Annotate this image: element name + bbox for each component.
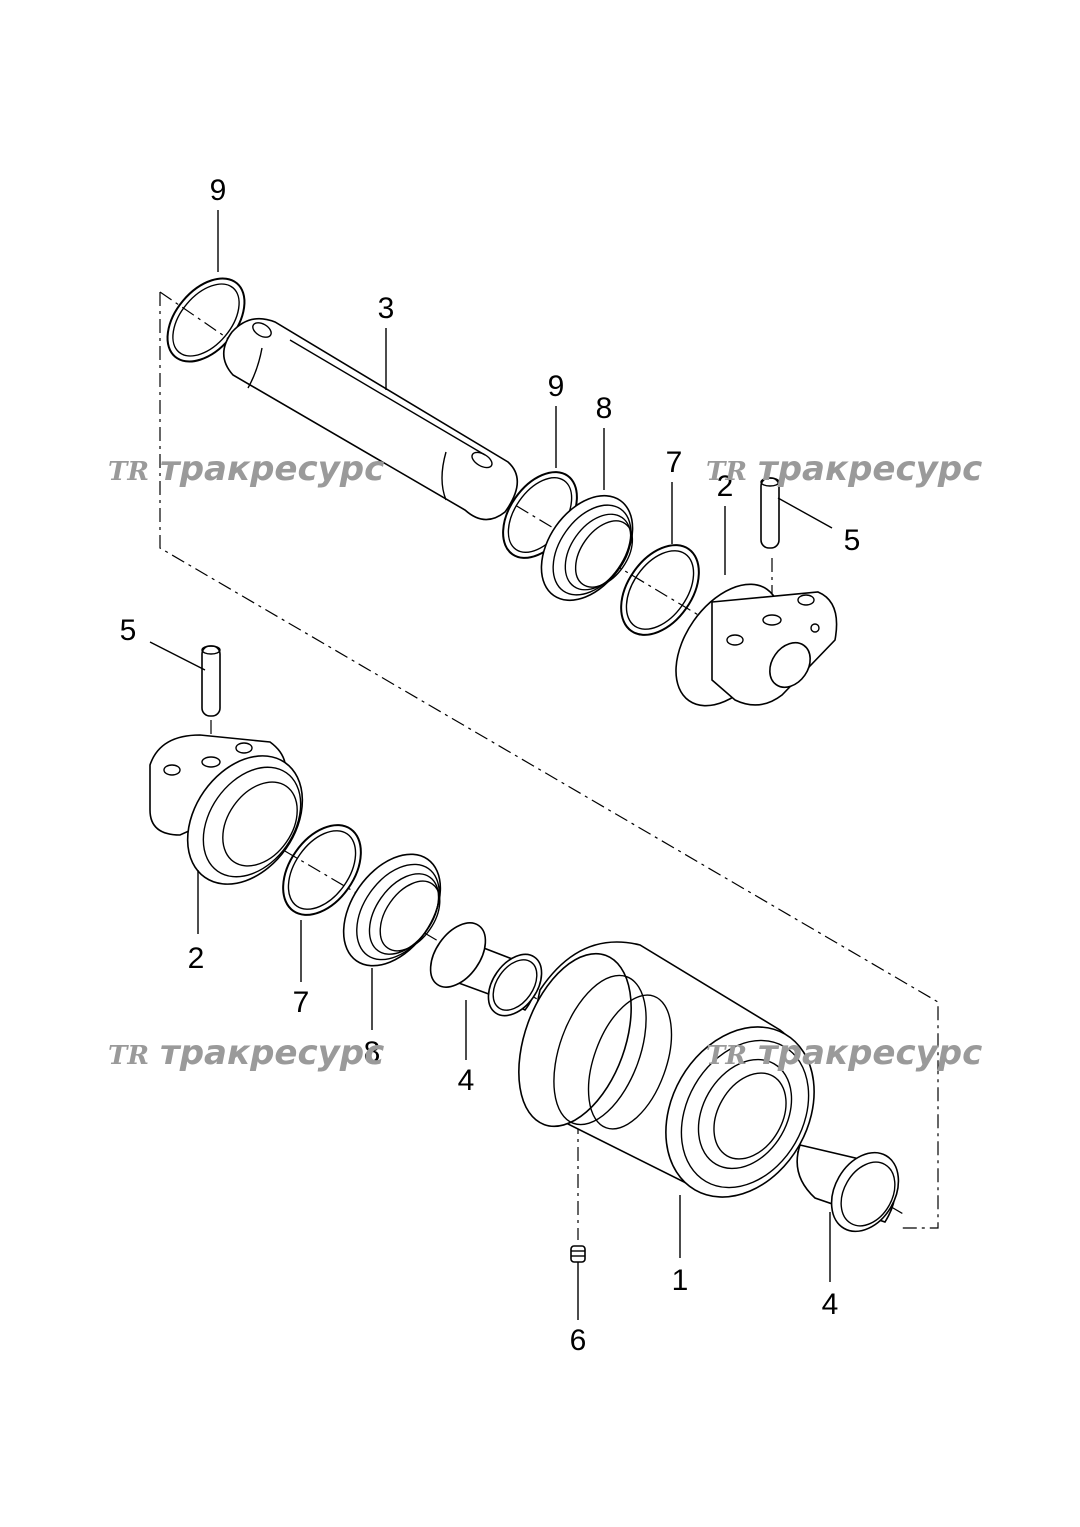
label-5-top: 5 bbox=[844, 524, 861, 557]
label-1: 1 bbox=[672, 1264, 689, 1297]
watermark-logo: TR bbox=[706, 1041, 747, 1071]
watermark-top-right: TR тракресурс bbox=[706, 449, 982, 489]
seal-8-top bbox=[540, 494, 634, 602]
watermark-logo: TR bbox=[706, 457, 747, 487]
o-ring-7-top bbox=[620, 544, 700, 636]
watermark-text: тракресурс bbox=[758, 449, 982, 489]
label-9-top: 9 bbox=[210, 174, 227, 207]
label-3: 3 bbox=[378, 292, 395, 325]
collar-2-top bbox=[675, 583, 838, 707]
shaft-3 bbox=[222, 317, 519, 521]
bushing-4-left bbox=[429, 922, 543, 1017]
collar-2-bottom bbox=[149, 734, 304, 885]
watermark-logo: TR bbox=[108, 1041, 149, 1071]
callout-labels: 9 3 9 8 7 2 5 5 2 7 8 4 1 4 6 bbox=[120, 174, 861, 1357]
label-8-bottom: 8 bbox=[364, 1036, 381, 1069]
label-2-top: 2 bbox=[717, 470, 734, 503]
seal-8-bottom bbox=[342, 853, 442, 967]
pin-5-top bbox=[760, 477, 780, 549]
roller-1 bbox=[518, 941, 815, 1198]
plug-6 bbox=[570, 1245, 586, 1263]
label-2-bottom: 2 bbox=[188, 942, 205, 975]
label-8-top: 8 bbox=[596, 392, 613, 425]
label-7-top: 7 bbox=[666, 446, 683, 479]
label-5-left: 5 bbox=[120, 614, 137, 647]
watermark-bottom-left: TR тракресурс bbox=[108, 1033, 384, 1073]
label-4-left: 4 bbox=[458, 1064, 475, 1097]
label-7-bottom: 7 bbox=[293, 986, 310, 1019]
label-9-mid: 9 bbox=[548, 370, 565, 403]
label-4-right: 4 bbox=[822, 1288, 839, 1321]
label-6: 6 bbox=[570, 1324, 587, 1357]
watermark-text: тракресурс bbox=[160, 1033, 384, 1073]
pin-5-left bbox=[201, 645, 221, 717]
watermark-logo: TR bbox=[108, 457, 149, 487]
bushing-4-right bbox=[796, 1144, 900, 1233]
watermark-bottom-right: TR тракресурс bbox=[706, 1033, 982, 1073]
watermark-text: тракресурс bbox=[758, 1033, 982, 1073]
watermark-top-left: TR тракресурс bbox=[108, 449, 384, 489]
o-ring-7-bottom bbox=[282, 824, 362, 916]
watermark-text: тракресурс bbox=[160, 449, 384, 489]
leader-lines bbox=[149, 210, 833, 1320]
